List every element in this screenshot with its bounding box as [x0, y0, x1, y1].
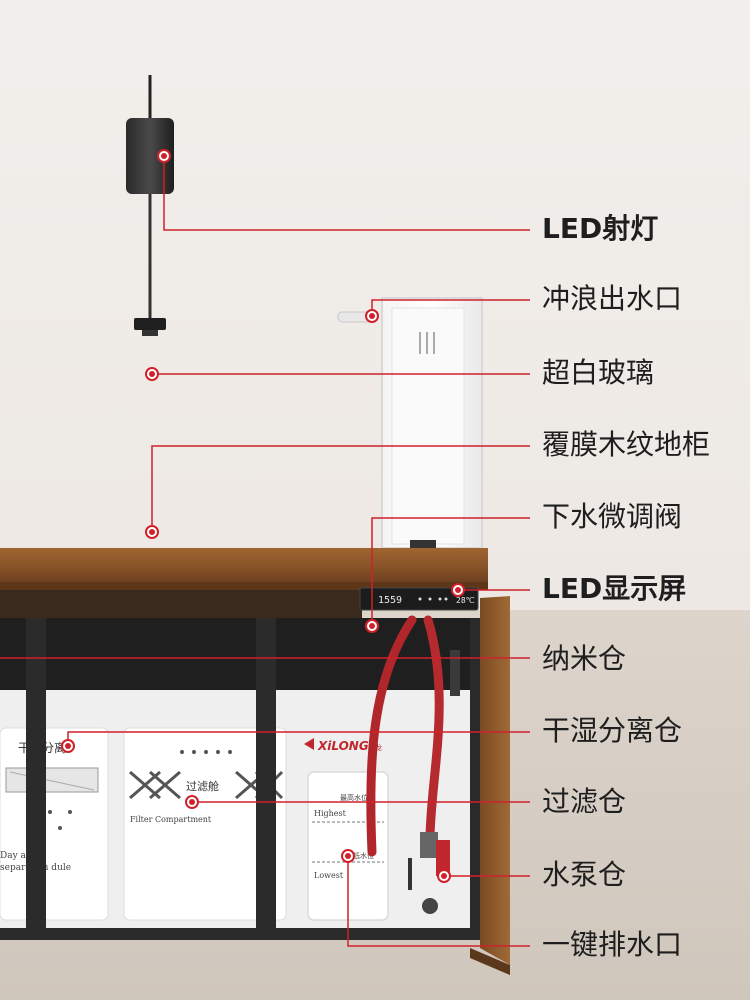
led-spotlight-lamp: [126, 75, 174, 336]
label-filter-chamber: 过滤仓: [542, 785, 627, 818]
brand-logo-text: XiLONG: [317, 739, 369, 753]
label-ultra-white-glass: 超白玻璃: [542, 356, 655, 389]
pump-lowest-en: Lowest: [314, 871, 344, 880]
callout-dots: [61, 149, 465, 883]
filter-title-en: Filter Compartment: [130, 815, 212, 824]
wood-cabinet: [0, 548, 510, 975]
callout-lines: [0, 156, 530, 947]
brand-logo: [304, 738, 314, 750]
filter-title-cn: 过滤舱: [186, 779, 219, 793]
display-reading: 1559: [378, 595, 402, 606]
label-dry-wet-separation: 干湿分离仓: [542, 714, 683, 747]
display-unit: 28℃: [456, 596, 475, 605]
led-display-panel: [359, 587, 479, 611]
label-drain-fine-valve: 下水微调阀: [542, 500, 683, 533]
nano-chamber-box: [0, 618, 470, 692]
compartment-dry-wet: [0, 727, 109, 921]
label-one-key-drain: 一键排水口: [542, 928, 683, 961]
compartment-1-en-line1: Day and: [0, 851, 38, 861]
label-led-spotlight: LED射灯: [542, 212, 659, 245]
pump-highest-en: Highest: [314, 809, 347, 818]
label-wave-outlet: 冲浪出水口: [542, 282, 683, 315]
pump-lowest-cn: 最低水位: [346, 851, 374, 860]
label-laminated-wood-cabinet: 覆膜木纹地柜: [542, 428, 711, 461]
pump-pipes: [366, 615, 460, 914]
pump-highest-cn: 最高水位: [340, 793, 368, 802]
label-nano-chamber: 纳米仓: [542, 642, 627, 675]
cabinet-frame: [0, 618, 480, 940]
label-pump-chamber: 水泵仓: [542, 858, 627, 891]
compartment-filter: [123, 727, 287, 921]
label-led-display: LED显示屏: [542, 572, 687, 605]
glass-tank: [337, 297, 483, 549]
